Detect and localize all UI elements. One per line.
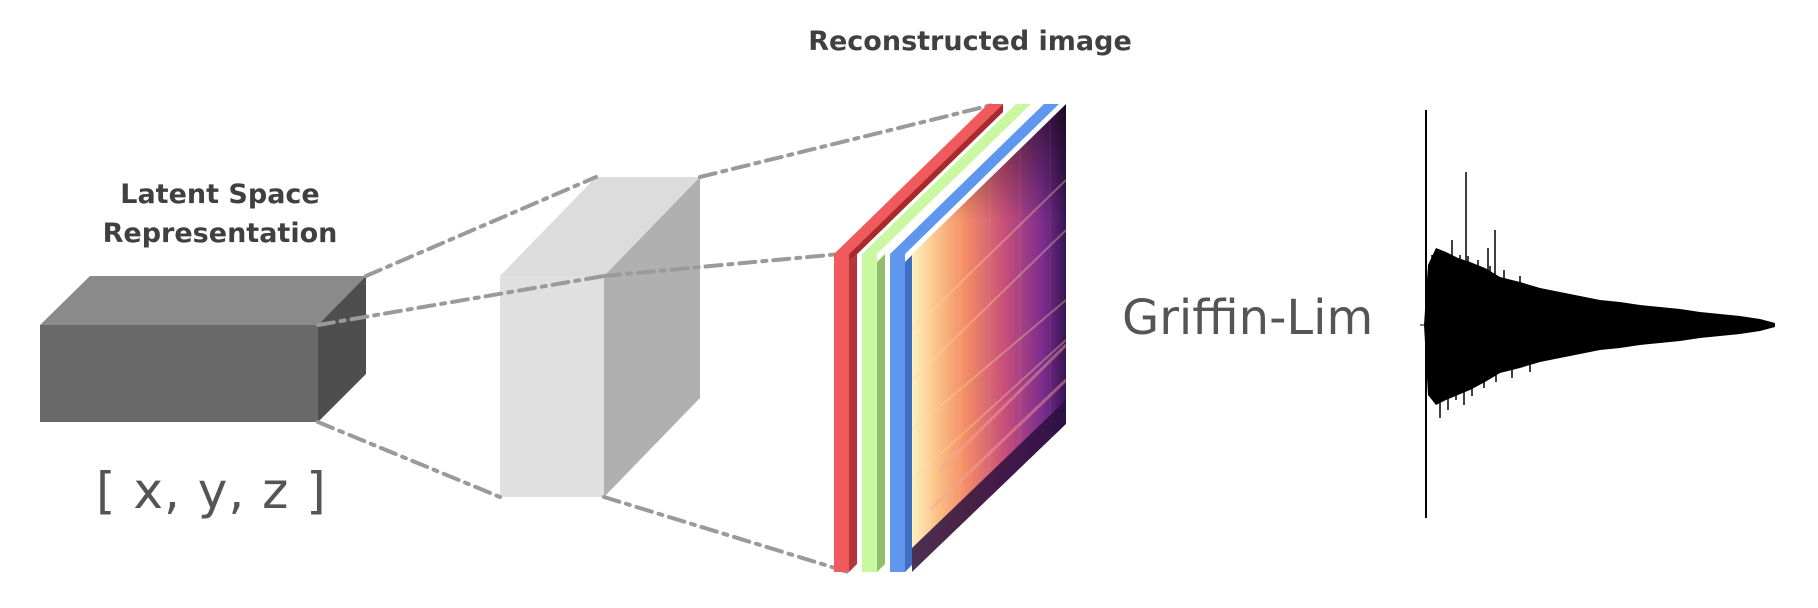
- blue-channel-front: [890, 254, 905, 572]
- spectrogram: [912, 104, 1066, 572]
- waveform: [1420, 110, 1775, 518]
- red-channel-side: [849, 104, 1003, 262]
- waveform-envelope: [1424, 248, 1775, 405]
- latent-cube: [40, 276, 366, 422]
- green-channel-top: [862, 104, 1031, 254]
- red-channel-top: [834, 104, 1003, 254]
- latent-vector-label: [ x, y, z ]: [96, 462, 327, 520]
- griffin-lim-label: Griffin-Lim: [1122, 290, 1374, 346]
- reconstructed-image-title: Reconstructed image: [808, 26, 1132, 57]
- decoder-block-side: [604, 177, 700, 497]
- latent-cube-top: [40, 276, 366, 325]
- latent-cube-side: [318, 276, 366, 422]
- decoder-block-front: [500, 276, 604, 497]
- rgb-channel-stack: [834, 104, 1059, 572]
- blue-channel-top: [890, 104, 1059, 254]
- green-channel-front: [862, 254, 877, 572]
- decoder-block: [500, 177, 700, 497]
- red-channel-front: [834, 254, 849, 572]
- waveform-spikes: [1431, 172, 1531, 418]
- decoder-block-top: [500, 177, 700, 276]
- latent-cube-front: [40, 325, 318, 422]
- latent-space-title: Latent Space Representation: [102, 179, 338, 249]
- projection-lines: [316, 102, 998, 574]
